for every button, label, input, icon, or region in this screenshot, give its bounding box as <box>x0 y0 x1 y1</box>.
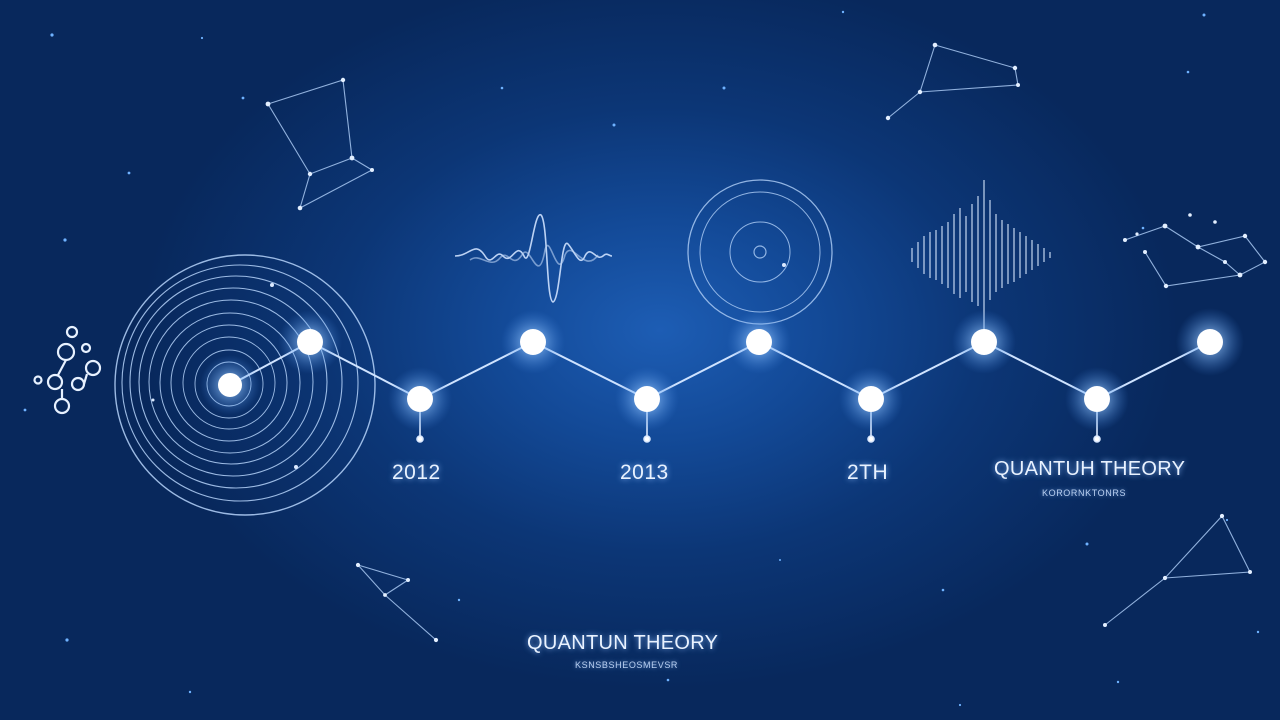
bottom-subtitle: KSNSBSHEOSMEVSR <box>575 660 679 670</box>
timeline-stems <box>416 412 1101 443</box>
timeline-node[interactable] <box>501 310 565 374</box>
timeline-node[interactable] <box>1176 308 1244 376</box>
spiral-rings-icon <box>114 254 376 516</box>
year-label-2th: 2TH <box>847 461 889 484</box>
timeline-node[interactable] <box>839 367 903 431</box>
timeline-node[interactable] <box>200 355 260 415</box>
timeline-node[interactable] <box>1065 367 1129 431</box>
timeline-node[interactable] <box>388 367 452 431</box>
stars <box>23 10 1260 707</box>
timeline-node[interactable] <box>952 310 1016 374</box>
year-label-2012: 2012 <box>392 461 441 484</box>
timeline-node[interactable] <box>278 310 342 374</box>
waveform-icon <box>454 214 613 303</box>
audio-wave-icon <box>911 180 1051 330</box>
right-title: QUANTUH THEORY <box>994 458 1186 480</box>
timeline-node[interactable] <box>727 310 791 374</box>
atom-orbit-icon <box>687 179 833 325</box>
right-subtitle: KORORNKTONRS <box>1042 488 1127 498</box>
timeline-line <box>229 340 1211 401</box>
timeline-nodes <box>200 308 1244 431</box>
year-label-2013: 2013 <box>620 461 669 484</box>
timeline-node[interactable] <box>615 367 679 431</box>
molecule-icon <box>33 325 102 415</box>
bottom-title: QUANTUN THEORY <box>527 632 719 654</box>
